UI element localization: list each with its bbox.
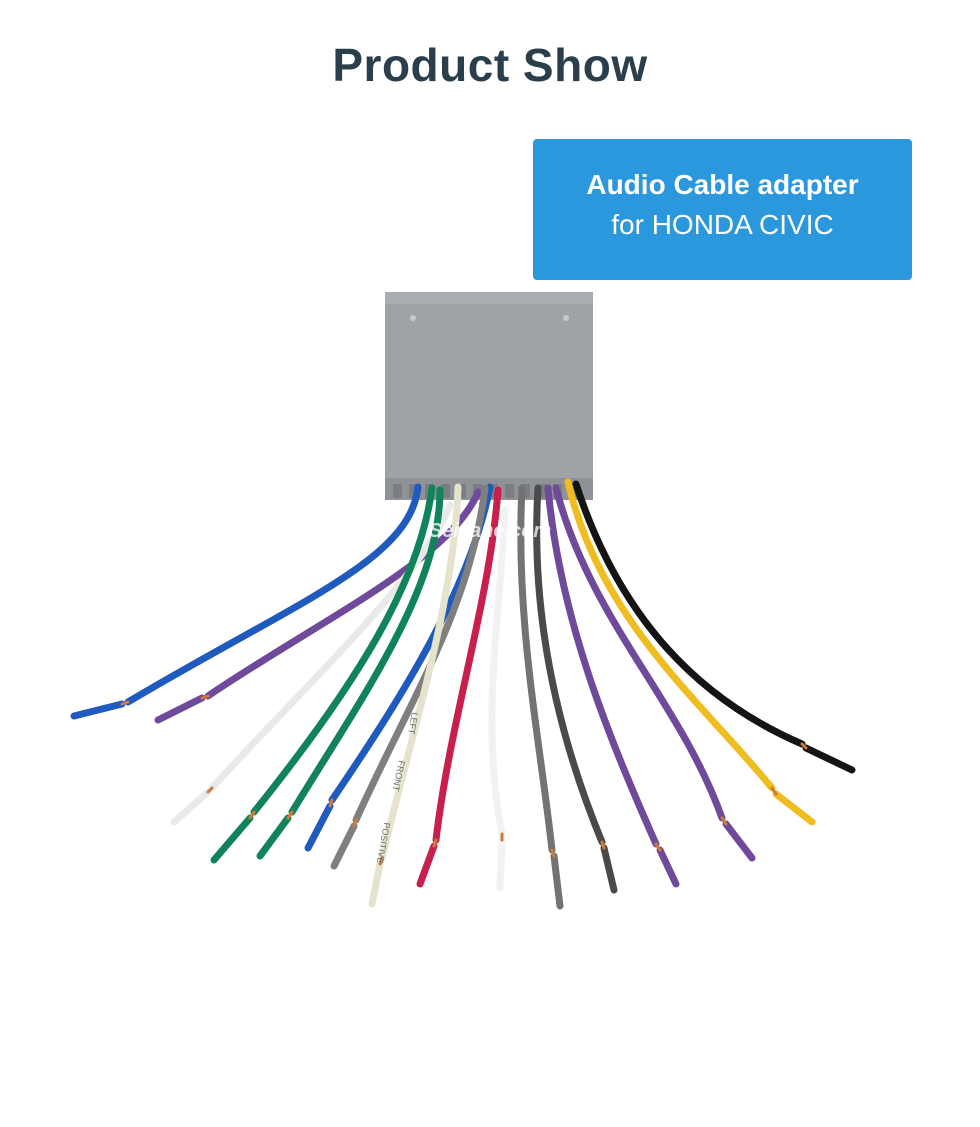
wire-darkgray [533, 484, 606, 846]
watermark: Seicane.com [429, 520, 551, 542]
wire-purple [204, 488, 482, 700]
wire-ends [70, 694, 856, 910]
wire-print-left: LEFT [406, 712, 420, 736]
wire-purple-3 [552, 484, 726, 822]
product-label-title: Audio Cable adapter [586, 169, 859, 200]
wire-green [250, 484, 436, 816]
wire-red [432, 486, 502, 844]
wire-print-front: FRONT [390, 760, 406, 793]
wire-blue [124, 483, 422, 706]
connector-housing [385, 292, 593, 500]
wire-green-2 [288, 486, 444, 816]
wire-gray-2 [517, 484, 556, 854]
wire-bundle [124, 478, 806, 862]
product-label-subtitle: for HONDA CIVIC [611, 209, 834, 240]
wire-black [572, 480, 806, 748]
wire-print-positive: POSITIVE [375, 822, 392, 865]
wire-purple-2 [544, 484, 660, 848]
wire-cream [378, 483, 462, 862]
product-label-box: Audio Cable adapter for HONDA CIVIC [533, 139, 912, 280]
page-title: Product Show [332, 39, 648, 91]
wire-white-2 [488, 506, 509, 838]
wire-yellow [564, 478, 776, 792]
